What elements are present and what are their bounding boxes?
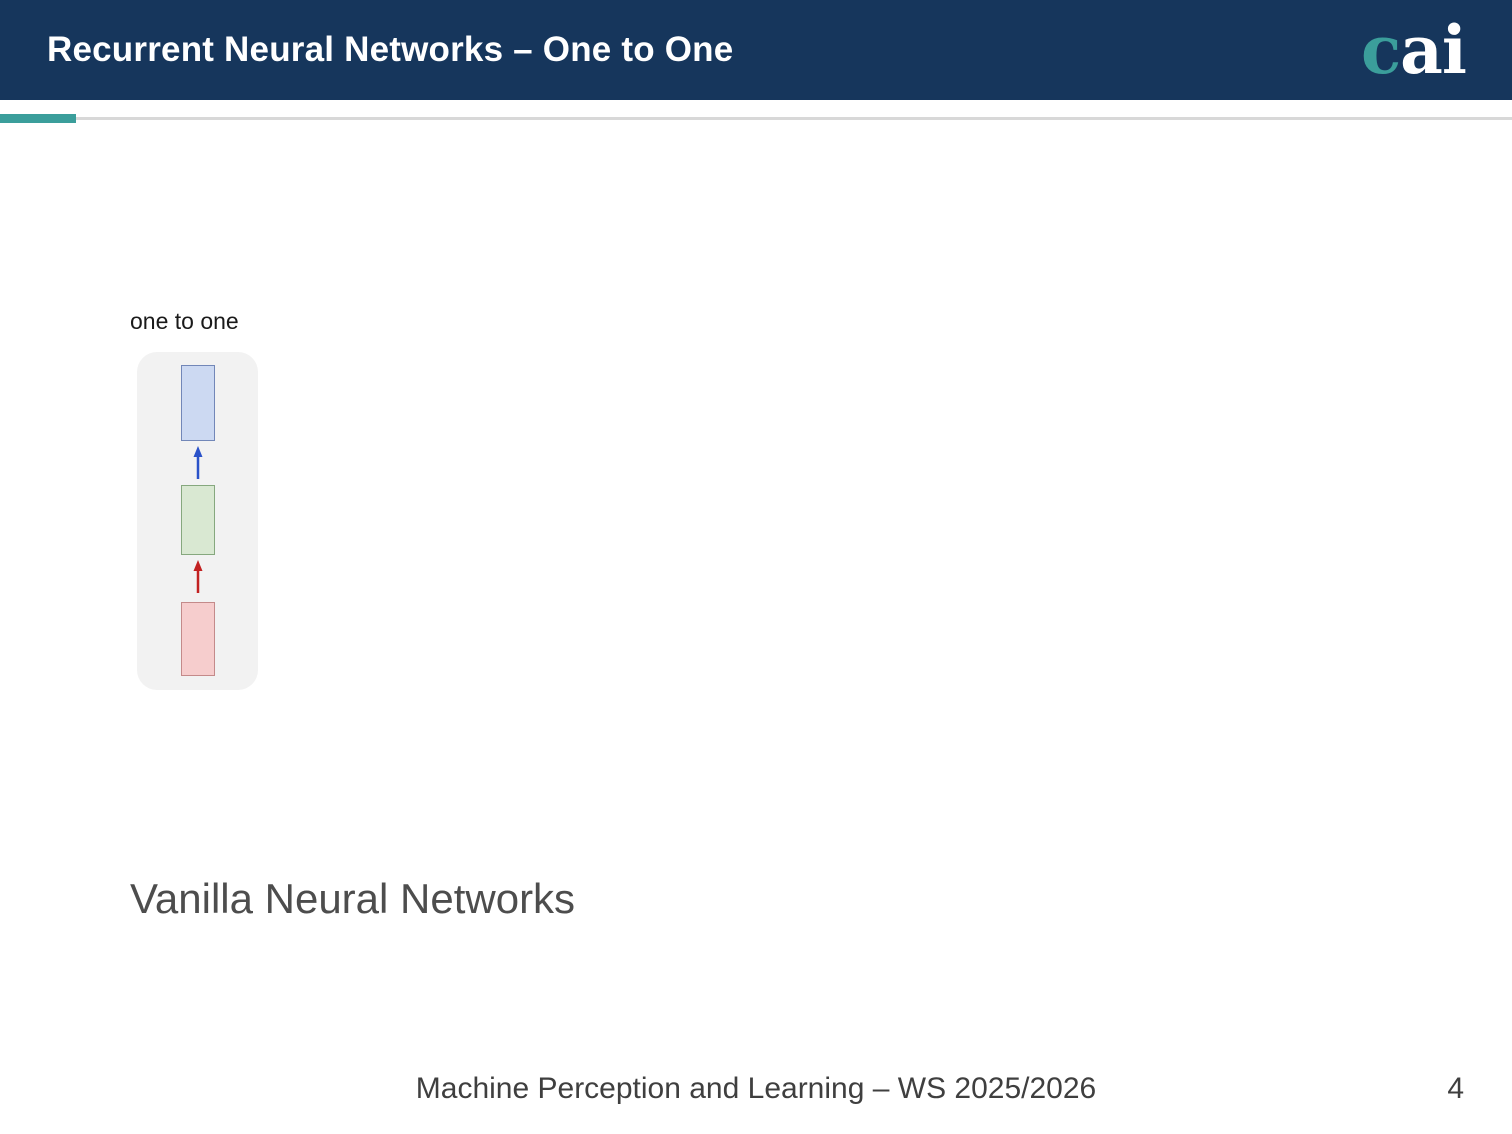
arrow-up-blue-icon xyxy=(193,446,202,479)
cai-logo-ai: ai xyxy=(1400,11,1467,89)
slide-title: Recurrent Neural Networks – One to One xyxy=(47,30,734,69)
body-caption: Vanilla Neural Networks xyxy=(130,875,576,922)
input-box xyxy=(180,602,215,676)
header-underline xyxy=(0,114,1512,124)
cai-logo-c: c xyxy=(1360,11,1401,89)
arrow-up-red-icon xyxy=(193,560,202,593)
underline-gray-line xyxy=(0,117,1512,120)
cai-logo: cai xyxy=(1360,4,1467,96)
diagram-label: one to one xyxy=(130,308,239,334)
one-to-one-diagram-panel xyxy=(137,352,258,690)
footer-page-number: 4 xyxy=(1447,1072,1464,1105)
hidden-box xyxy=(180,485,215,555)
header-bar: Recurrent Neural Networks – One to One c… xyxy=(0,0,1512,100)
footer: Machine Perception and Learning – WS 202… xyxy=(0,1072,1512,1116)
footer-course-title: Machine Perception and Learning – WS 202… xyxy=(415,1072,1097,1105)
underline-accent-bar xyxy=(0,114,76,123)
output-box xyxy=(180,365,215,441)
